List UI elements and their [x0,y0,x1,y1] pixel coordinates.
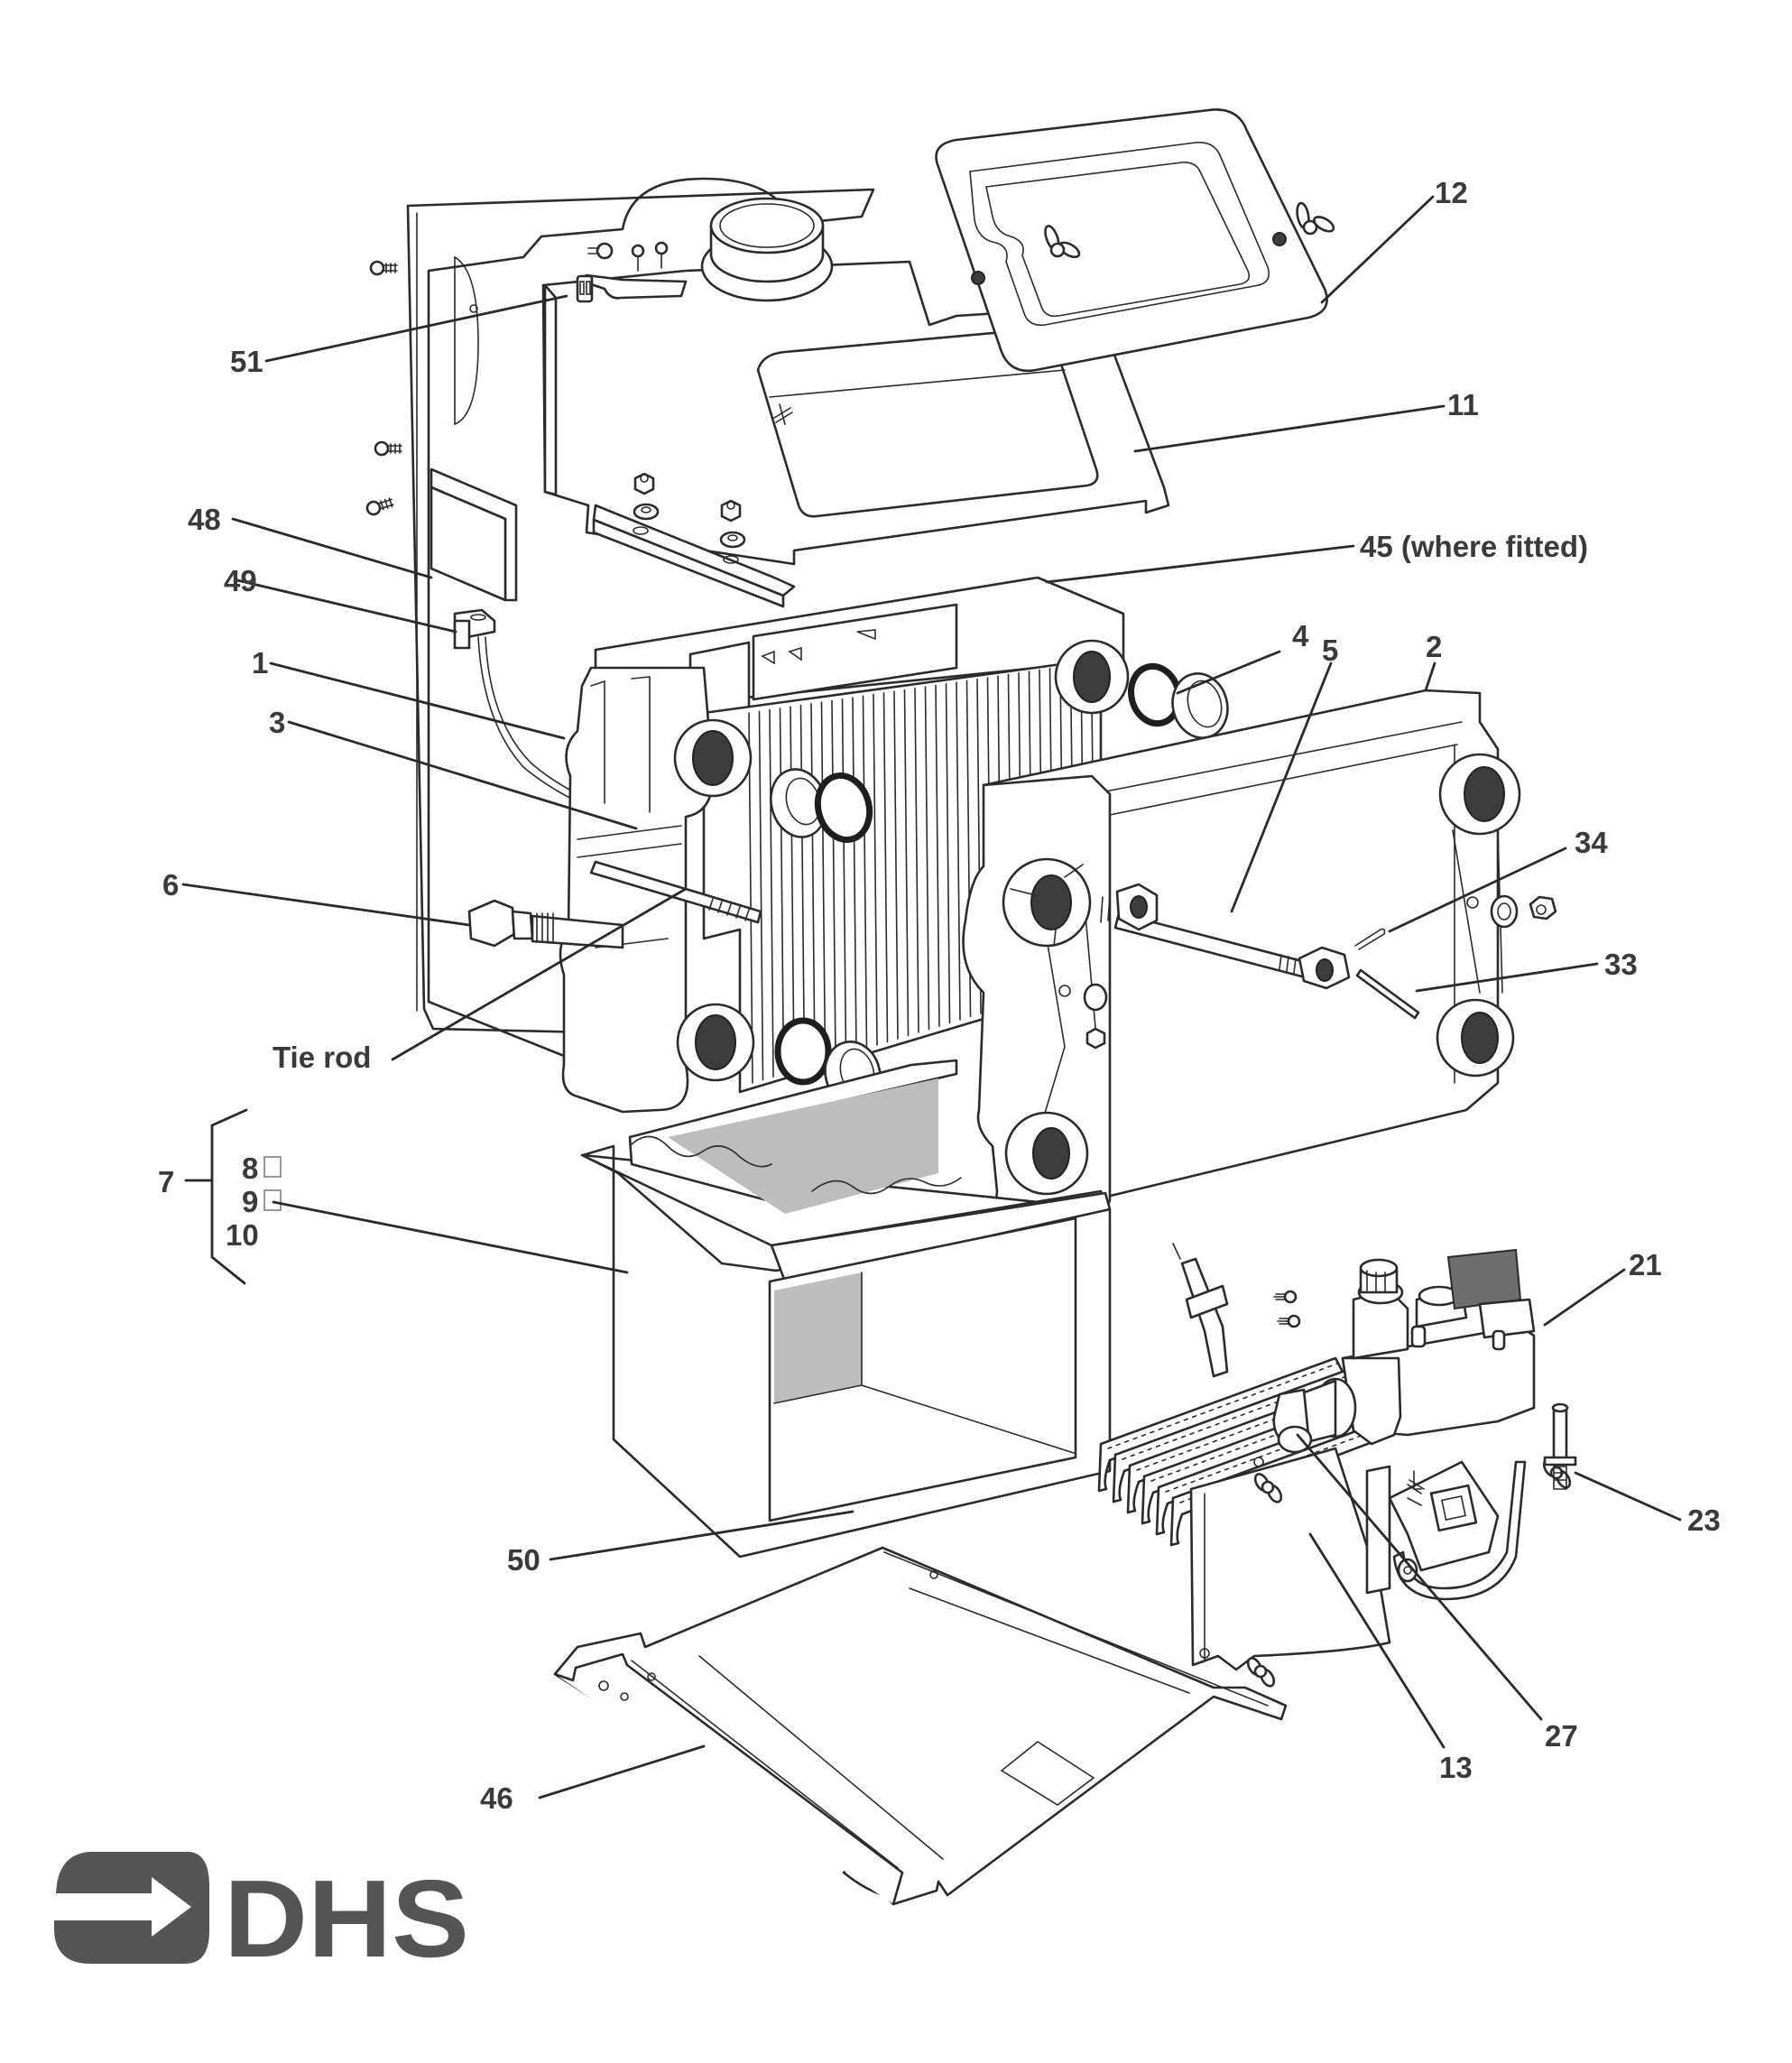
label-8: 8 [242,1152,258,1185]
casing-screws [365,241,669,516]
leader-12 [1320,195,1435,304]
heat-exchanger-fin [873,693,878,1046]
label-50: 50 [507,1543,540,1577]
heat-exchanger-fin [924,686,930,1031]
leader-11 [1133,404,1446,453]
label-46: 46 [480,1781,513,1815]
label-2: 2 [1426,630,1442,663]
callout-labels: 12 51 11 48 45 (where fitted) 49 4 5 2 1… [158,176,1721,1815]
label-6: 6 [162,868,179,902]
label-5: 5 [1322,634,1338,667]
label-12: 12 [1435,176,1468,209]
label-1: 1 [252,646,268,680]
leader-33 [1415,962,1599,993]
label-13: 13 [1439,1751,1473,1784]
heat-exchanger-fin [882,692,889,1043]
logo-text: DHS [224,1857,469,1980]
heat-exchanger-fin [914,688,919,1033]
draught-diverter-hood [541,197,1170,608]
hood-nuts [633,472,746,564]
label-11: 11 [1447,388,1479,421]
leader-lines [181,195,1682,1799]
label-9: 9 [242,1185,258,1218]
heat-exchanger-fin [862,695,868,1050]
heat-exchanger-fin [748,712,753,1084]
base-tray [553,1546,1288,1906]
label-10: 10 [226,1218,259,1252]
leader-46 [538,1744,706,1799]
label-23: 23 [1687,1503,1721,1537]
arrow-right-bracket-icon [54,1852,209,1964]
heat-exchanger-fin [893,690,899,1040]
heat-exchanger-fin [810,703,816,1065]
gas-valve [1172,1243,1536,1454]
leader-21 [1543,1268,1626,1327]
heat-exchanger-fin [779,708,785,1075]
heat-exchanger-fin [799,704,806,1069]
leader-49 [236,578,457,634]
heat-exchanger-fin [790,706,795,1071]
pins-and-fixings [1354,894,1557,1020]
sight-glass-cover-plate [935,108,1335,373]
long-tie-rod [1100,883,1351,990]
label-3: 3 [269,706,285,739]
leader-5 [1230,661,1333,913]
label-4: 4 [1292,619,1309,652]
label-34: 34 [1575,826,1608,859]
heat-exchanger-fin [820,701,827,1062]
leader-2 [1424,661,1436,692]
leader-6 [181,883,471,927]
label-tie-rod: Tie rod [272,1041,371,1074]
pocket-fitting [467,899,624,949]
leader-50 [549,1510,854,1561]
combustion-chamber [580,1059,1112,1559]
heat-exchanger-fin [769,708,774,1078]
heat-exchanger-fin [831,699,836,1059]
tie-rod [589,860,762,924]
leader-tie-rod [391,887,688,1061]
heat-exchanger-fin [945,682,951,1024]
leader-4 [1176,650,1281,695]
heat-exchanger-fin [935,684,940,1027]
pilot-assembly [1543,1402,1577,1490]
label-45: 45 (where fitted) [1360,530,1588,563]
leader-48 [231,517,433,579]
label-21: 21 [1629,1248,1662,1281]
label-33: 33 [1604,948,1638,981]
heat-exchanger-fin [903,689,910,1037]
leader-1 [269,661,566,740]
leader-13 [1308,1532,1446,1749]
heat-exchanger-fin [852,697,857,1052]
heat-exchanger-fin [956,681,961,1021]
leader-3 [287,720,638,830]
dhs-logo: DHS [54,1852,469,1980]
leader-45 [1045,544,1355,584]
label-51: 51 [230,345,263,378]
o-rings-and-connectors [770,662,1229,1107]
label-7: 7 [158,1165,174,1198]
heat-exchanger-fin [841,698,847,1056]
label-48: 48 [188,503,221,536]
leader-34 [1388,846,1567,933]
label-27: 27 [1545,1719,1578,1753]
kit-bracket [184,1108,282,1285]
leader-51 [264,294,568,363]
heat-exchanger-fin [758,710,764,1081]
leader-9 [272,1200,629,1274]
leader-23 [1574,1471,1682,1522]
leader-27 [1296,1433,1543,1721]
label-49: 49 [224,564,257,597]
